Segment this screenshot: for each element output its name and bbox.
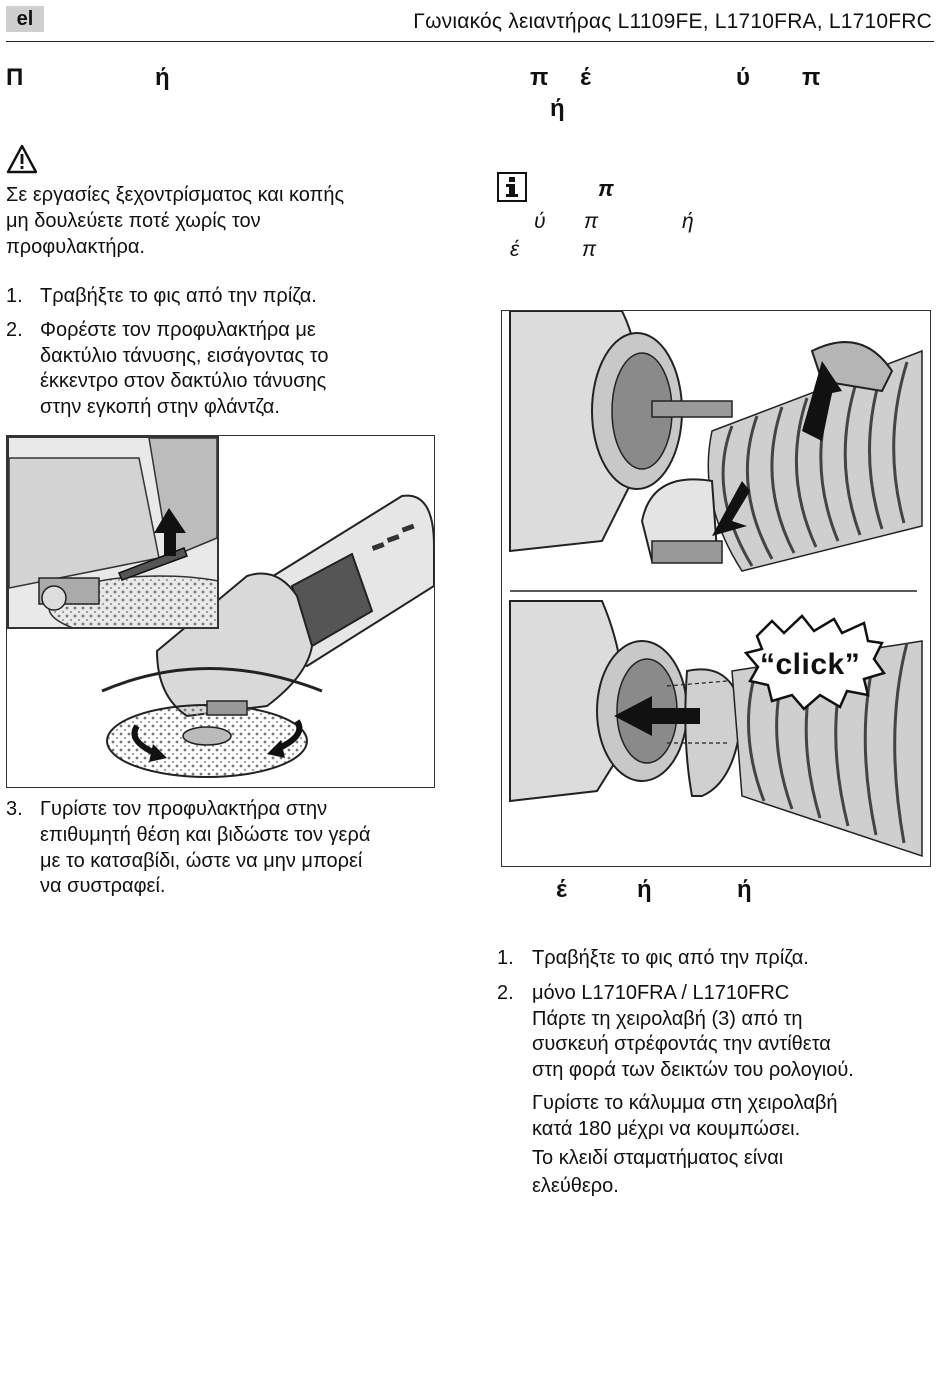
step-text: συσκευή στρέφοντάς την αντίθετα (532, 1033, 831, 1055)
section-heading-right-2: έ (580, 64, 591, 91)
hose-attachment-illustration (509, 311, 923, 858)
instruction-text: Γυρίστε το κάλυμμα στη χειρολαβή (532, 1092, 838, 1114)
figure-guard-mounting (6, 435, 435, 788)
section-heading-right-1: π (530, 64, 549, 91)
step-number: 3. (6, 798, 23, 820)
step-text: έκκεντρο στον δακτύλιο τάνυσης (40, 370, 327, 392)
step-text: δακτύλιο τάνυσης, εισάγοντας το (40, 345, 329, 367)
step-text: να συστραφεί. (40, 875, 166, 897)
clamp-detail-illustration (8, 437, 270, 641)
step-text: Τραβήξτε το φις από την πρίζα. (40, 285, 317, 307)
section-heading-left-2: ή (155, 64, 170, 91)
hose-attach-panel (509, 600, 923, 858)
sub-heading-fragment: ή (737, 876, 752, 903)
language-tag: el (6, 6, 44, 32)
warning-text-line-3: προφυλακτήρα. (6, 236, 145, 258)
step-text: Γυρίστε τον προφυλακτήρα στην (40, 798, 328, 820)
info-icon (497, 172, 527, 202)
note-fragment: ύ (534, 210, 546, 233)
page-header-title: Γωνιακός λειαντήρας L1109FE, L1710FRA, L… (413, 10, 932, 33)
step-text: στην εγκοπή στην φλάντζα. (40, 396, 280, 418)
instruction-text: ελεύθερο. (532, 1175, 619, 1197)
step-text: στη φορά των δεικτών του ρολογιού. (532, 1059, 854, 1081)
note-label: π (598, 176, 614, 201)
step-text: Φορέστε τον προφυλακτήρα με (40, 319, 316, 341)
step-number: 2. (497, 982, 514, 1004)
step-text: Τραβήξτε το φις από την πρίζα. (532, 947, 809, 969)
step-text: με το κατσαβίδι, ώστε να μην μπορεί (40, 850, 363, 872)
section-heading-left-1: Π (6, 64, 24, 91)
step-number: 1. (6, 285, 23, 307)
note-fragment: ή (682, 210, 694, 233)
angle-grinder-illustration (101, 494, 434, 778)
step-number: 2. (6, 319, 23, 341)
figure-hose-attachment: “click” (501, 310, 931, 867)
section-heading-right-5: ή (550, 95, 565, 122)
step-text: επιθυμητή θέση και βιδώστε τον γερά (40, 824, 371, 846)
section-heading-right-4: π (802, 64, 821, 91)
sub-heading-fragment: έ (556, 876, 567, 903)
warning-triangle-icon (6, 144, 38, 174)
sub-heading-fragment: ή (637, 876, 652, 903)
instruction-text: Το κλειδί σταματήματος είναι (532, 1147, 784, 1169)
header-divider (6, 41, 934, 42)
step-number: 1. (497, 947, 514, 969)
warning-text-line-1: Σε εργασίες ξεχοντρίσματος και κοπής (6, 184, 345, 206)
section-heading-right-3: ύ (736, 64, 750, 91)
step-text: μόνο L1710FRA / L1710FRC (532, 982, 790, 1004)
warning-text-line-2: μη δουλεύετε ποτέ χωρίς τον (6, 210, 261, 232)
note-fragment: π (582, 238, 597, 261)
hose-detach-panel (509, 311, 923, 572)
note-fragment: έ (510, 238, 520, 261)
note-fragment: π (584, 210, 599, 233)
instruction-text: κατά 180 μέχρι να κουμπώσει. (532, 1118, 801, 1140)
step-text: Πάρτε τη χειρολαβή (3) από τη (532, 1008, 803, 1030)
click-label: “click” (760, 648, 861, 681)
inset-detail-clamp (7, 436, 270, 641)
